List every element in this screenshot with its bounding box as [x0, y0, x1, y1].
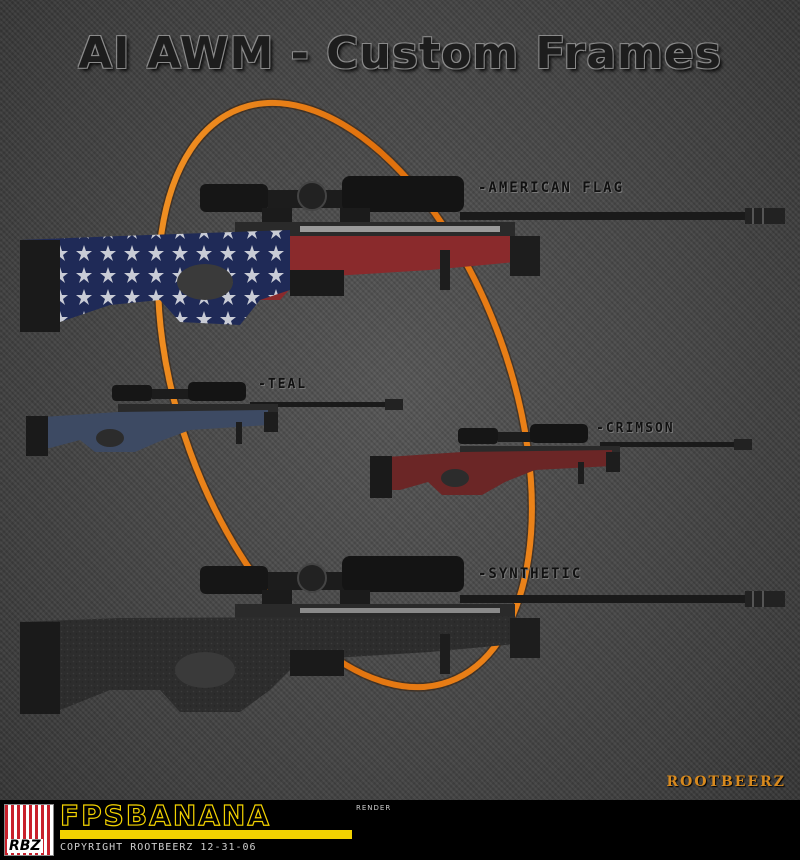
rifle-crimson [370, 424, 752, 498]
label-synthetic: -synthetic [478, 566, 583, 582]
rifle-synthetic [20, 556, 785, 714]
orange-orbit-ring [153, 98, 537, 692]
copyright-text: COPYRIGHT ROOTBEERZ 12-31-06 [60, 842, 257, 853]
label-crimson: -crimson [596, 421, 675, 436]
rbz-logo-text: RBZ [7, 838, 43, 854]
brand-underline [60, 830, 352, 839]
rifle-teal [26, 382, 403, 456]
footer-bar: RBZ FPSBANANA RENDER COPYRIGHT ROOTBEERZ… [0, 800, 800, 860]
artwork-title: AI AWM - Custom Frames [78, 28, 722, 79]
label-american-flag: -american flag [478, 180, 625, 196]
render-label: RENDER [356, 804, 392, 812]
rifle-american-flag [20, 176, 785, 332]
author-signature: ROOTBEERZ [666, 774, 786, 790]
brand-name: FPSBANANA [59, 799, 272, 832]
rbz-logo-icon: RBZ [4, 804, 54, 856]
label-teal: -teal [258, 377, 308, 392]
